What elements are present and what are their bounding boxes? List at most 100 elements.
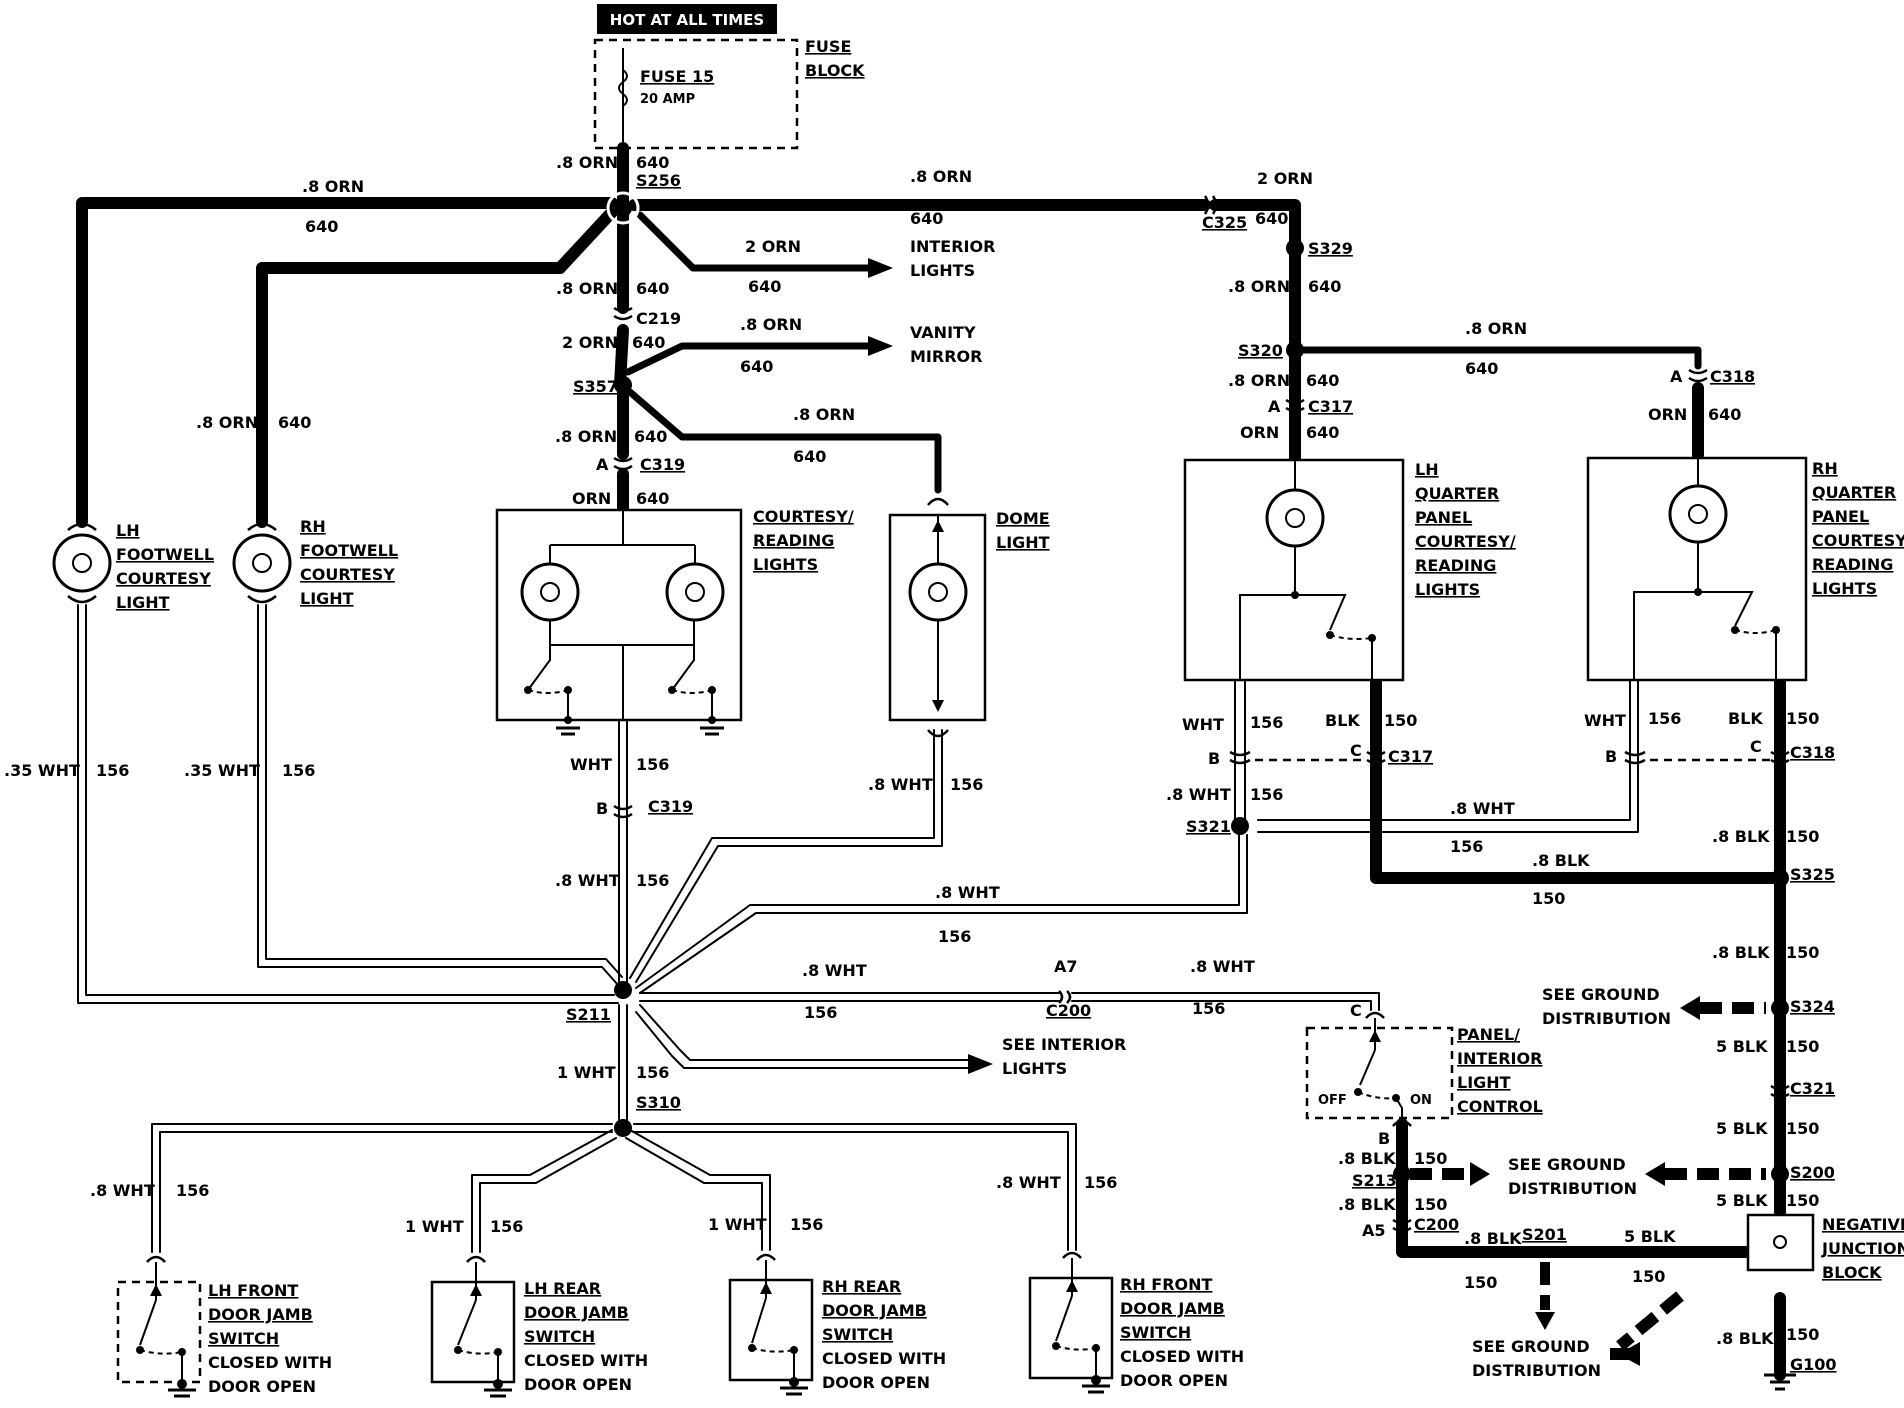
wire-label: .8 ORN [302,177,364,196]
rh-rear-switch-label-4: CLOSED WITH [822,1349,946,1368]
wire-label: 640 [1306,423,1339,442]
connector-label: S321 [1186,817,1231,836]
wire-label: .8 WHT [1450,799,1515,818]
panel-control-label-2: INTERIOR [1457,1049,1542,1068]
connector-label: S213 [1352,1171,1397,1190]
wire-label: 150 [1414,1195,1447,1214]
dome-light: DOME LIGHT [888,497,1050,738]
splice-dots [606,191,1789,1183]
wire-label: 1 WHT [405,1217,464,1236]
rh-front-door-switch: RH FRONT DOOR JAMB SWITCH CLOSED WITH DO… [1028,1251,1244,1394]
wire-label: 5 BLK [1716,1119,1768,1138]
wire-label: .8 WHT [90,1181,155,1200]
wire-label: .35 WHT [4,761,80,780]
wire-label: 2 ORN [1257,169,1313,188]
wire-label: 2 ORN [745,237,801,256]
wire-label: 640 [1465,359,1498,378]
lh-front-switch-label-4: CLOSED WITH [208,1353,332,1372]
wire-label: .8 ORN [1465,319,1527,338]
connector-label: C318 [1710,367,1755,386]
connector-label: A5 [1362,1221,1386,1240]
see-interior-lights-label-2: LIGHTS [1002,1059,1067,1078]
connector-label: G100 [1790,1355,1837,1374]
wire-label: 156 [1648,709,1681,728]
lh-front-switch-label-2: DOOR JAMB [208,1305,313,1324]
courtesy-reading-lights: COURTESY/ READING LIGHTS [495,507,854,736]
destination-labels: INTERIOR LIGHTS VANITY MIRROR SEE INTERI… [910,237,1671,1380]
negative-junction-block: NEGATIVE JUNCTION BLOCK [1746,1213,1904,1391]
fuse-block: HOT AT ALL TIMES FUSE 15 20 AMP FUSE BLO… [593,4,865,150]
wire-label: 640 [636,153,669,172]
vanity-mirror-label-1: VANITY [910,323,976,342]
panel-control-label-1: PANEL/ [1457,1025,1520,1044]
wire-label: .8 BLK [1716,1329,1774,1348]
wire-label: 156 [176,1181,209,1200]
wire-label: .8 ORN [793,405,855,424]
connector-label: S200 [1790,1163,1835,1182]
wire-label: 156 [636,871,669,890]
wire-label: 156 [636,1063,669,1082]
lh-rear-switch-label-2: DOOR JAMB [524,1303,629,1322]
wire-label: .8 BLK [1464,1229,1522,1248]
wire-label: 5 BLK [1716,1037,1768,1056]
wire-label: ORN [1648,405,1687,424]
wire-label: 156 [804,1003,837,1022]
wire-label: .8 WHT [1166,785,1231,804]
rh-rear-switch-label-5: DOOR OPEN [822,1373,930,1392]
junction-label-1: NEGATIVE [1822,1215,1904,1234]
wire-label: .8 WHT [802,961,867,980]
rh-front-switch-label-5: DOOR OPEN [1120,1371,1228,1390]
switch-on-label: ON [1410,1093,1432,1108]
wire-label: .8 WHT [555,871,620,890]
ground-side-wires [77,604,1639,1253]
connector-label: C200 [1046,1001,1091,1020]
panel-control-label-4: CONTROL [1457,1097,1543,1116]
panel-interior-light-control: OFF ON PANEL/ INTERIOR LIGHT CONTROL [1305,1011,1543,1127]
wire-label: 5 BLK [1624,1227,1676,1246]
wire-label: 150 [1532,889,1565,908]
wire-label: 150 [1414,1149,1447,1168]
wire-label: 156 [96,761,129,780]
connector-label: C317 [1388,747,1433,766]
connector-label: C219 [636,309,681,328]
power-wires [76,142,1704,528]
wire-label: 156 [1192,999,1225,1018]
wire-label: 640 [748,277,781,296]
rh-footwell-label-1: RH [300,517,326,536]
rh-rear-switch-label-2: DOOR JAMB [822,1301,927,1320]
wire-label: 156 [636,755,669,774]
wire-label: .8 ORN [196,413,258,432]
lh-rear-switch-label-3: SWITCH [524,1327,595,1346]
wire-label: 2 ORN [562,333,618,352]
lh-quarter-label-1: LH [1415,460,1439,479]
connector-label: B [596,799,608,818]
rh-front-switch-label-3: SWITCH [1120,1323,1191,1342]
wire-label: .8 BLK [1532,851,1590,870]
connector-label: A [1670,367,1683,386]
lh-front-door-switch: LH FRONT DOOR JAMB SWITCH CLOSED WITH DO… [116,1255,332,1398]
see-ground-1-label-1: SEE GROUND [1542,985,1660,1004]
lh-rear-switch-label-5: DOOR OPEN [524,1375,632,1394]
rh-quarter-label-3: PANEL [1812,507,1869,526]
wire-labels: .8 ORN 640 S256 .8 ORN 640 .8 ORN 640 2 … [4,153,1837,1374]
rh-footwell-light: RH FOOTWELL COURTESY LIGHT [232,517,398,608]
rh-quarter-label-6: LIGHTS [1812,579,1877,598]
wire-label: 640 [910,209,943,228]
wire-label: 150 [1786,709,1819,728]
wire-label: BLK [1728,709,1763,728]
hot-at-all-times-label: HOT AT ALL TIMES [610,11,764,29]
wire-label: 640 [793,447,826,466]
wire-label: 156 [1250,713,1283,732]
dome-label-2: LIGHT [996,533,1050,552]
connector-label: C200 [1414,1215,1459,1234]
interior-lights-label-1: INTERIOR [910,237,995,256]
rh-footwell-label-3: COURTESY [300,565,395,584]
wire-label: 150 [1786,943,1819,962]
lh-quarter-label-3: PANEL [1415,508,1472,527]
junction-label-2: JUNCTION [1821,1239,1904,1258]
wire-label: .8 WHT [868,775,933,794]
wire-label: WHT [570,755,612,774]
junction-label-3: BLOCK [1822,1263,1882,1282]
connector-label: B [1605,747,1617,766]
rh-rear-switch-label-1: RH REAR [822,1277,901,1296]
